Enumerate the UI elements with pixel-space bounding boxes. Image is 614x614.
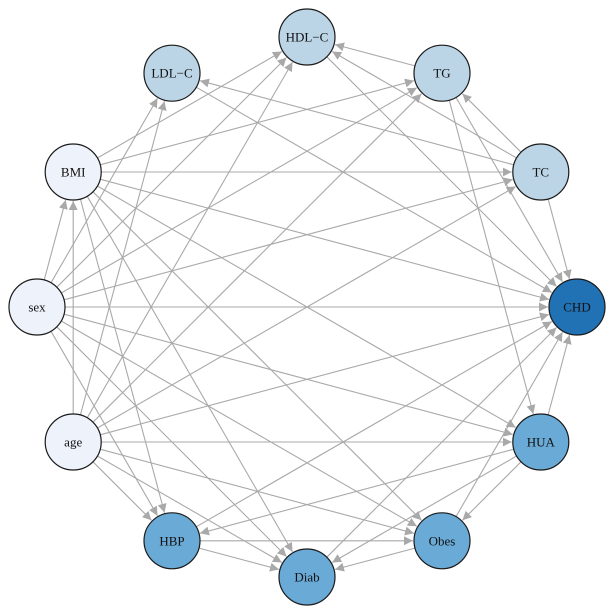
node-circle[interactable] xyxy=(143,512,201,570)
node-label: HBP xyxy=(159,533,184,548)
node-label: TG xyxy=(433,66,450,81)
node-circle[interactable] xyxy=(413,512,471,570)
edge-obes-to-chd xyxy=(455,331,563,517)
edge-hdl-c-to-chd xyxy=(326,56,557,287)
node-circle[interactable] xyxy=(512,143,570,201)
node-label: CHD xyxy=(563,300,590,315)
node-label: BMI xyxy=(61,165,86,180)
edge-age-to-ldl-c xyxy=(79,101,167,416)
edge-hua-to-obes xyxy=(462,461,522,521)
edges xyxy=(43,42,572,572)
node-circle[interactable] xyxy=(143,44,201,102)
node-tc[interactable]: TC xyxy=(512,143,570,201)
node-label: LDL−C xyxy=(151,66,192,81)
edge-tc-to-chd xyxy=(547,198,572,280)
edge-hua-to-chd xyxy=(547,334,572,416)
edge-obes-to-diab xyxy=(334,547,416,572)
node-circle[interactable] xyxy=(8,278,66,336)
node-tg[interactable]: TG xyxy=(413,44,471,102)
edge-sex-to-hua xyxy=(63,313,513,437)
edge-sex-to-ldl-c xyxy=(50,98,158,284)
node-label: HDL−C xyxy=(286,30,329,45)
node-circle[interactable] xyxy=(44,143,102,201)
node-obes[interactable]: Obes xyxy=(413,512,471,570)
edge-age-to-tc xyxy=(97,186,516,429)
edge-age-to-tg xyxy=(92,93,422,423)
node-chd[interactable]: CHD xyxy=(548,278,606,336)
edge-sex-to-tg xyxy=(60,87,418,294)
node-diab[interactable]: Diab xyxy=(278,548,336,606)
node-sex[interactable]: sex xyxy=(8,278,66,336)
edge-tg-to-chd xyxy=(455,97,563,283)
edge-tc-to-hdl-c xyxy=(331,51,517,159)
node-label: age xyxy=(64,435,82,450)
edge-bmi-to-obes xyxy=(92,191,422,521)
edge-sex-to-tc xyxy=(63,177,513,301)
edge-diab-to-chd xyxy=(326,327,557,558)
edge-sex-to-obes xyxy=(60,320,418,527)
node-label: sex xyxy=(28,300,46,315)
edge-age-to-diab xyxy=(97,455,283,563)
edge-age-to-hdl-c xyxy=(86,61,293,419)
node-circle[interactable] xyxy=(44,413,102,471)
edge-hbp-to-chd xyxy=(195,321,553,528)
node-circle[interactable] xyxy=(278,548,336,606)
edge-tc-to-tg xyxy=(462,93,522,153)
edge-bmi-to-chd xyxy=(100,178,550,302)
edge-age-to-chd xyxy=(100,312,550,436)
edge-hua-to-hbp xyxy=(199,448,514,536)
node-label: Obes xyxy=(429,533,456,548)
node-hua[interactable]: HUA xyxy=(512,413,570,471)
node-circle[interactable] xyxy=(512,413,570,471)
node-label: Diab xyxy=(294,570,319,585)
edge-hua-to-diab xyxy=(331,455,517,563)
node-bmi[interactable]: BMI xyxy=(44,143,102,201)
node-circle[interactable] xyxy=(413,44,471,102)
node-hbp[interactable]: HBP xyxy=(143,512,201,570)
edge-tg-to-hua xyxy=(448,100,536,415)
node-circle[interactable] xyxy=(548,278,606,336)
node-ldl-c[interactable]: LDL−C xyxy=(143,44,201,102)
node-hdl-c[interactable]: HDL−C xyxy=(278,8,336,66)
node-age[interactable]: age xyxy=(44,413,102,471)
node-label: TC xyxy=(532,165,549,180)
edge-tg-to-hdl-c xyxy=(334,42,416,67)
edge-ldl-c-to-chd xyxy=(195,86,553,293)
node-label: HUA xyxy=(527,435,556,450)
node-circle[interactable] xyxy=(278,8,336,66)
edge-sex-to-bmi xyxy=(43,199,68,281)
edge-age-to-hbp xyxy=(92,461,152,521)
edge-sex-to-hdl-c xyxy=(56,57,287,288)
edge-tc-to-ldl-c xyxy=(199,78,514,166)
edge-bmi-to-hdl-c xyxy=(97,51,283,159)
edge-hbp-to-diab xyxy=(198,547,280,572)
